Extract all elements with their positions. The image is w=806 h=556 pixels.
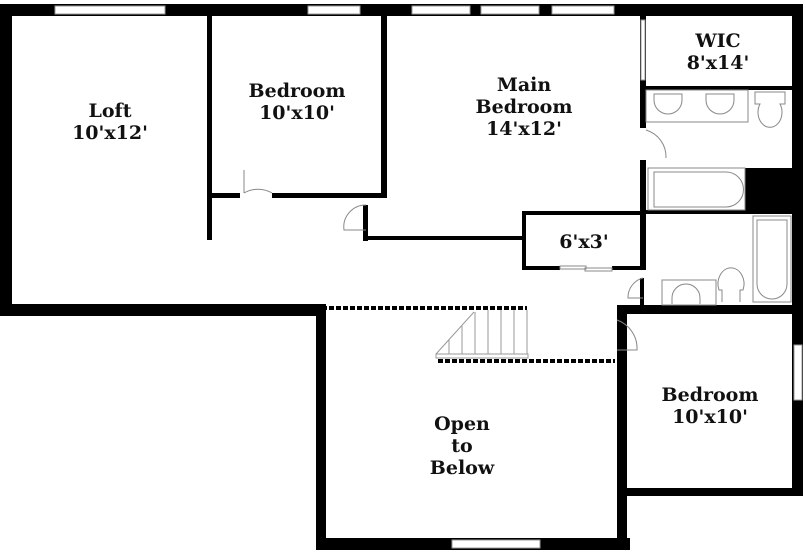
label-line: Open [434, 413, 490, 435]
room-label-wic: WIC 8'x14' [687, 30, 750, 74]
room-label-bedroom-2: Bedroom 10'x10' [662, 384, 759, 428]
room-name: Bedroom [475, 96, 573, 118]
toilet-icon [754, 91, 786, 128]
fixtures [645, 89, 792, 306]
room-name: Loft [88, 100, 132, 122]
room-label-loft: Loft 10'x12' [72, 100, 148, 144]
room-label-main-bedroom: Main Bedroom 14'x12' [476, 74, 573, 140]
room-label-bedroom: Bedroom 10'x10' [249, 80, 346, 124]
room-size: 6'x3' [559, 231, 609, 253]
bathtub-icon [653, 171, 744, 208]
stairs [435, 310, 529, 359]
room-name: WIC [695, 30, 741, 52]
toilet-icon [717, 267, 745, 302]
sink-icon [671, 283, 701, 304]
label-line: Below [429, 457, 495, 479]
room-label-open-to-below: Open to Below [430, 413, 494, 479]
room-name: Bedroom [661, 384, 759, 406]
railings [322, 306, 615, 363]
room-size: 10'x10' [259, 102, 335, 124]
room-label-closet: 6'x3' [559, 231, 608, 253]
label-line: to [451, 435, 473, 457]
doors [243, 129, 667, 351]
room-size: 14'x12' [486, 118, 562, 140]
bathtub-icon [756, 219, 788, 300]
room-size: 10'x12' [72, 122, 148, 144]
room-size: 8'x14' [686, 52, 750, 74]
room-name: Main [496, 74, 552, 96]
sink-icon [653, 93, 683, 115]
room-name: Bedroom [248, 80, 346, 102]
windows [54, 5, 803, 549]
sink-icon [705, 93, 735, 115]
walls [0, 4, 803, 550]
room-size: 10'x10' [672, 406, 748, 428]
